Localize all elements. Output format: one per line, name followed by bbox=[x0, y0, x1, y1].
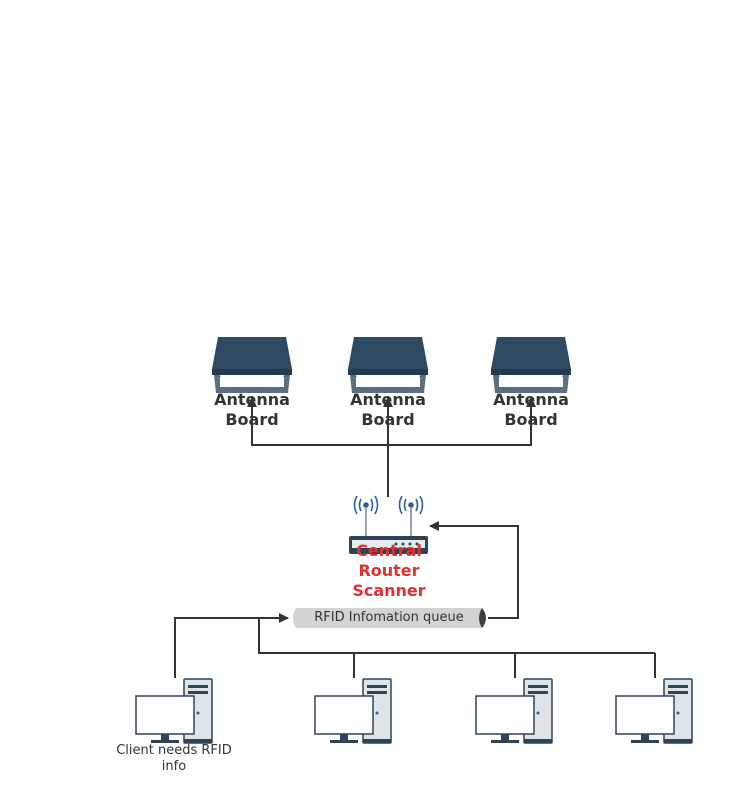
queue-to-router-connector bbox=[429, 521, 519, 619]
antenna-board-2 bbox=[348, 337, 428, 393]
router-label-line2: Router bbox=[358, 561, 420, 580]
central-router bbox=[349, 495, 428, 554]
antenna-board-3 bbox=[491, 337, 571, 393]
router-label-line3: Scanner bbox=[352, 581, 426, 600]
router-to-antennas-connector bbox=[247, 397, 536, 497]
antenna-board-label-2: Antenna Board bbox=[333, 390, 443, 430]
router-label: Central Router Scanner bbox=[334, 541, 444, 601]
client-label-line2: info bbox=[161, 759, 187, 774]
antenna-board-1 bbox=[212, 337, 292, 393]
antenna-board-label-line1: Antenna bbox=[214, 390, 290, 409]
client-computer-2 bbox=[314, 678, 392, 744]
antenna-board-label-line2: Board bbox=[225, 410, 279, 429]
queue-label: RFID Infomation queue bbox=[314, 610, 464, 625]
clients-to-queue-connector bbox=[174, 613, 656, 678]
wifi-signal-icon bbox=[353, 495, 424, 515]
client-label-line1: Client needs RFID bbox=[116, 743, 232, 758]
antenna-board-label-3: Antenna Board bbox=[476, 390, 586, 430]
antenna-board-label-line2: Board bbox=[504, 410, 558, 429]
antenna-board-label-line1: Antenna bbox=[493, 390, 569, 409]
antenna-board-label-line2: Board bbox=[361, 410, 415, 429]
client-computer-1 bbox=[135, 678, 213, 744]
rfid-information-queue bbox=[293, 608, 486, 628]
client-computer-3 bbox=[475, 678, 553, 744]
client-computer-4 bbox=[615, 678, 693, 744]
client-label: Client needs RFID info bbox=[104, 743, 244, 775]
antenna-board-label-line1: Antenna bbox=[350, 390, 426, 409]
antenna-board-label-1: Antenna Board bbox=[197, 390, 307, 430]
router-label-line1: Central bbox=[356, 541, 422, 560]
